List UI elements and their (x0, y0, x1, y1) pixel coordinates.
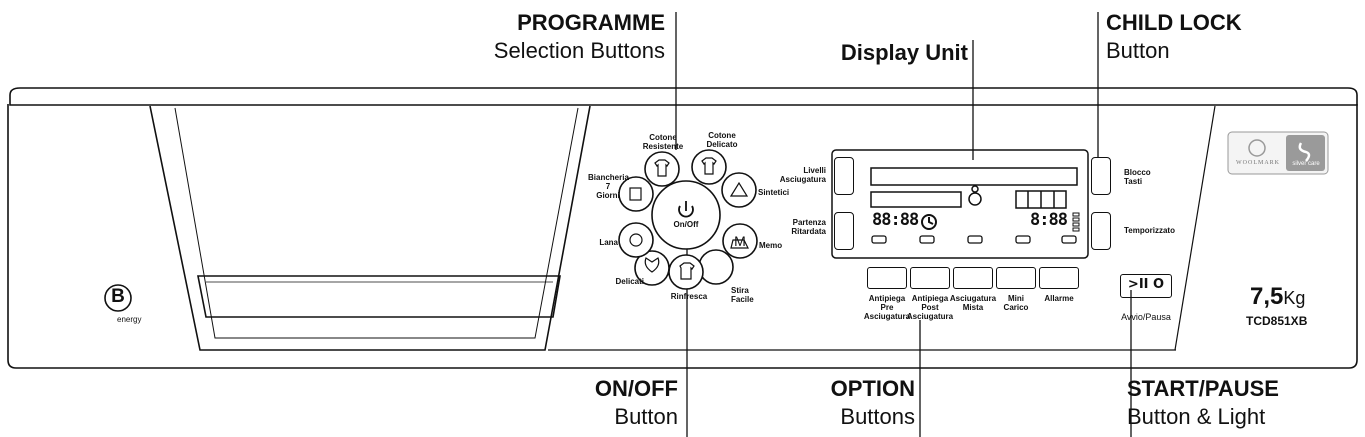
child-lock-callout: CHILD LOCK Button (1106, 12, 1242, 62)
programme-delicati[interactable]: Delicati (615, 277, 644, 286)
display-callout-title: Display Unit (840, 40, 968, 65)
livelli-asciugatura-label: Livelli Asciugatura (779, 166, 826, 184)
option-callout: OPTION Buttons (831, 378, 915, 428)
display-callout: Display Unit (841, 42, 968, 64)
partenza-ritardata-label: Partenza Ritardata (791, 218, 826, 236)
programme-callout-subtitle: Selection Buttons (493, 38, 665, 63)
start-pause-callout-subtitle: Button & Light (1127, 404, 1266, 429)
energy-letter: B (111, 286, 125, 307)
programme-stira-facile[interactable]: Stira Facile (731, 286, 754, 304)
memo-glyph: M (734, 233, 746, 249)
dry-level-indicator (1015, 190, 1067, 209)
wool-icon (629, 233, 643, 247)
start-pause-label: Avvio/Pausa (1121, 312, 1171, 322)
option-label-antipiega-pre: Antipiega Pre Asciugatura (863, 294, 911, 321)
programme-callout-title: PROGRAMME (517, 10, 665, 35)
child-lock-callout-title: CHILD LOCK (1106, 10, 1242, 35)
start-pause-callout: START/PAUSE Button & Light (1127, 378, 1279, 428)
energy-label: energy (117, 315, 142, 324)
calendar-icon (629, 187, 642, 201)
option-button-antipiega-pre[interactable] (867, 267, 907, 289)
shirt-icon (654, 159, 670, 177)
child-lock-button[interactable] (1091, 157, 1111, 195)
programme-lana[interactable]: Lana (599, 238, 618, 247)
shirt-icon (701, 157, 717, 175)
programme-sintetici[interactable]: Sintetici (758, 188, 790, 197)
blocco-tasti-label: Blocco Tasti (1124, 168, 1151, 186)
option-label-mini-carico: Mini Carico (1003, 294, 1029, 312)
triangle-icon (729, 181, 749, 197)
woolmark-badge (1227, 131, 1329, 175)
programme-rinfresca[interactable]: Rinfresca (670, 292, 708, 301)
option-callout-title: OPTION (830, 376, 915, 401)
shirt-fresh-icon (679, 262, 695, 280)
option-label-allarme: Allarme (1044, 294, 1074, 303)
display-unit (831, 149, 1089, 259)
temporizzato-label: Temporizzato (1124, 226, 1175, 235)
panel-outline (7, 87, 1358, 369)
programme-biancheria[interactable]: Biancheria 7 Giorni (588, 173, 629, 200)
start-pause-callout-title: START/PAUSE (1127, 376, 1279, 401)
on-off-callout-subtitle: Button (614, 404, 678, 429)
model-number: TCD851XB (1246, 314, 1308, 328)
option-label-asciugatura-mista: Asciugatura Mista (949, 294, 997, 312)
programme-cotone-delicato[interactable]: Cotone Delicato (706, 131, 738, 149)
woolmark-text: WOOLMARK (1236, 160, 1280, 166)
capacity-value: 7,5 (1250, 283, 1284, 310)
small-led-stack (1072, 212, 1080, 232)
child-lock-callout-subtitle: Button (1106, 38, 1170, 63)
option-button-antipiega-post[interactable] (910, 267, 950, 289)
programme-cotone-resistente[interactable]: Cotone Resistente (642, 133, 684, 151)
partenza-ritardata-button[interactable] (834, 212, 854, 250)
programme-dial (618, 149, 758, 290)
display-digits-right: 8:88 (1030, 210, 1068, 230)
on-off-callout: ON/OFF Button (595, 378, 678, 428)
iron-icon (730, 239, 749, 249)
start-pause-glyph: >II O (1127, 277, 1165, 292)
programme-callout: PROGRAMME Selection Buttons (494, 12, 665, 62)
programme-memo[interactable]: Memo (759, 241, 783, 250)
baby-icon (968, 185, 982, 206)
option-label-antipiega-post: Antipiega Post Asciugatura (906, 294, 954, 321)
timer-icon (921, 214, 937, 230)
option-button-mini-carico[interactable] (996, 267, 1036, 289)
temporizzato-button[interactable] (1091, 212, 1111, 250)
energy-badge (104, 284, 132, 312)
led-bars (871, 235, 1077, 244)
option-button-asciugatura-mista[interactable] (953, 267, 993, 289)
start-pause-button[interactable]: >II O (1120, 274, 1172, 298)
butterfly-icon (644, 257, 660, 273)
capacity-label: 7,5Kg (1250, 283, 1305, 311)
display-digits-left: 88:88 (872, 210, 919, 230)
option-button-allarme[interactable] (1039, 267, 1079, 289)
option-callout-subtitle: Buttons (840, 404, 915, 429)
dial-icons (629, 157, 749, 280)
capacity-unit: Kg (1283, 288, 1306, 308)
silver-care-text: silver care (1292, 161, 1320, 167)
on-off-callout-title: ON/OFF (594, 376, 678, 401)
power-icon (678, 201, 694, 218)
dial-center-label[interactable]: On/Off (673, 220, 699, 229)
livelli-asciugatura-button[interactable] (834, 157, 854, 195)
